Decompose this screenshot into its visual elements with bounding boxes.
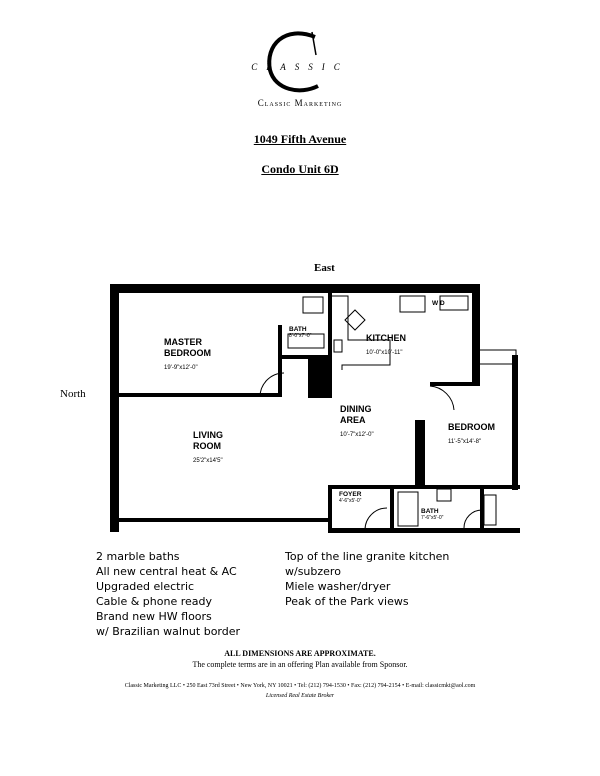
room-name: LIVING [193,430,224,440]
room-kitchen: KITCHEN 10'-0"x10'-11" [366,333,406,359]
room-bedroom: BEDROOM 11'-5"x14'-8" [448,422,495,448]
room-bath: BATH 7'-6"x5'-0" [421,508,443,522]
room-name: DINING [340,404,372,414]
room-name: AREA [340,415,366,425]
feature-item: w/ Brazilian walnut border [96,625,241,638]
room-dimensions: 10'-7"x12'-0" [340,432,374,438]
disclaimer-text: The complete terms are in an offering Pl… [192,660,408,669]
footer-contact: Classic Marketing LLC • 250 East 73rd St… [124,683,476,689]
room-name: FOYER [339,491,362,498]
logo-letters: CLASSIC [251,62,349,72]
footer-license: Licensed Real Estate Broker [265,693,335,699]
room-name: BATH [289,326,307,333]
room-name: BATH [421,508,439,515]
room-master-bath: BATH 8'-0"x7'-0" [289,326,311,340]
compass-east: East [314,262,335,274]
feature-item: Peak of the Park views [285,595,409,608]
room-name: BEDROOM [164,348,211,358]
room-name: BEDROOM [448,422,495,432]
feature-item: Miele washer/dryer [285,580,391,593]
room-dimensions: 11'-5"x14'-8" [448,439,482,445]
unit-name: Condo Unit 6D [261,162,339,176]
feature-item: Top of the line granite kitchen [285,550,450,563]
floor-plan [110,284,520,533]
fixtures [111,295,517,531]
property-address: 1049 Fifth Avenue [253,132,347,146]
room-dimensions: 4'-6"x5'-0" [339,498,362,504]
room-name: MASTER [164,337,202,347]
room-master-bedroom: MASTER BEDROOM 19'-9"x12'-0" [164,337,211,374]
room-dimensions: 7'-6"x5'-0" [421,515,444,521]
feature-item: Upgraded electric [96,580,195,593]
feature-item: w/subzero [285,565,341,578]
feature-item: All new central heat & AC [96,565,237,578]
room-dimensions: 19'-9"x12'-0" [164,365,198,371]
room-living: LIVING ROOM 25'2"x14'5" [193,430,223,467]
disclaimer-heading: ALL DIMENSIONS ARE APPROXIMATE. [224,649,376,658]
room-name: KITCHEN [366,333,406,343]
walls [110,284,520,533]
room-dimensions: 25'2"x14'5" [193,458,223,464]
room-dimensions: 10'-0"x10'-11" [366,350,403,356]
room-name: ROOM [193,441,221,451]
room-foyer: FOYER 4'-6"x5'-0" [339,491,361,505]
feature-item: Cable & phone ready [96,595,212,608]
logo: CLASSIC Classic Marketing [0,0,600,110]
room-dimensions: 8'-0"x7'-0" [289,333,312,339]
washer-dryer: W D [432,300,445,307]
logo-c-mark [267,31,319,93]
features-right: Top of the line granite kitchen w/subzer… [285,549,449,609]
feature-item: 2 marble baths [96,550,180,563]
features-left: 2 marble baths All new central heat & AC… [96,549,240,639]
company-name: Classic Marketing [257,98,343,108]
compass-north: North [60,388,86,400]
room-dining-area: DINING AREA 10'-7"x12'-0" [340,404,374,441]
feature-item: Brand new HW floors [96,610,212,623]
